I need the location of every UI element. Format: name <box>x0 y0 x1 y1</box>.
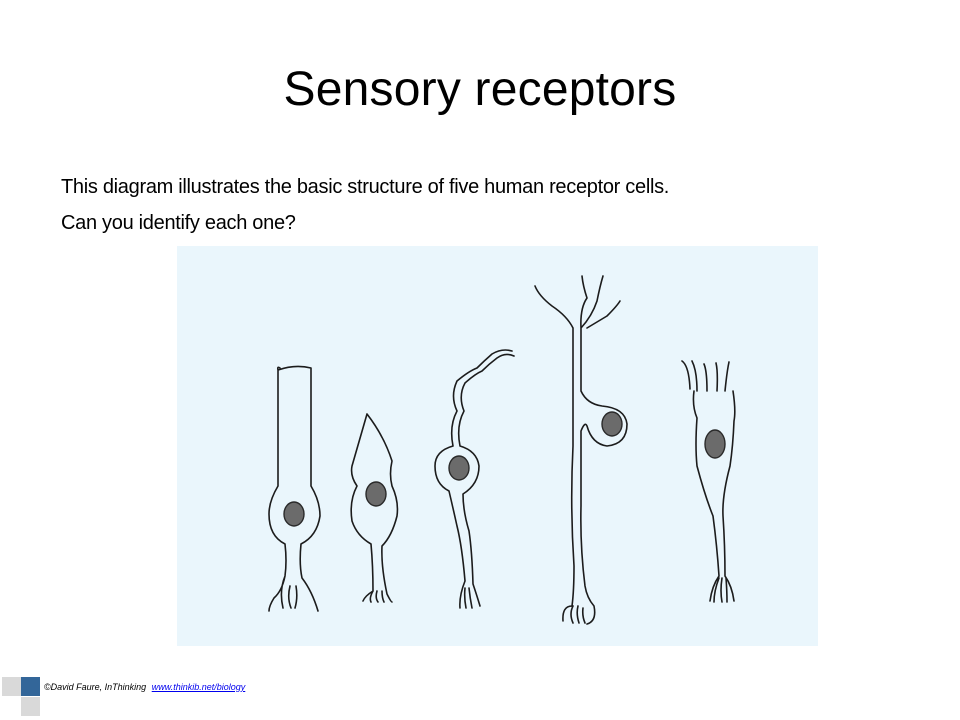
body-text-line-2: Can you identify each one? <box>61 212 296 234</box>
nucleus <box>704 429 726 459</box>
nucleus <box>365 481 387 507</box>
nucleus <box>448 455 470 481</box>
receptor-cell-1 <box>268 365 321 612</box>
nucleus <box>283 501 305 527</box>
credit-link[interactable]: www.thinkib.net/biology <box>151 682 246 692</box>
receptor-cell-3 <box>434 349 515 609</box>
receptor-cell-4 <box>534 275 628 625</box>
receptor-cells-diagram <box>177 246 818 646</box>
footer-credit: ©David Faure, InThinking www.thinkib.net… <box>44 682 245 692</box>
body-text-line-1: This diagram illustrates the basic struc… <box>61 176 670 198</box>
diagram-drawing <box>268 275 736 625</box>
logo-square-grey-1 <box>2 677 21 696</box>
receptor-cell-5 <box>681 360 736 603</box>
credit-text: ©David Faure, InThinking <box>44 682 147 692</box>
logo-square-grey-2 <box>21 697 40 716</box>
nucleus <box>601 411 623 437</box>
receptor-cell-2 <box>350 413 399 603</box>
logo-square-blue <box>21 677 40 696</box>
slide-title: Sensory receptors <box>283 63 677 116</box>
